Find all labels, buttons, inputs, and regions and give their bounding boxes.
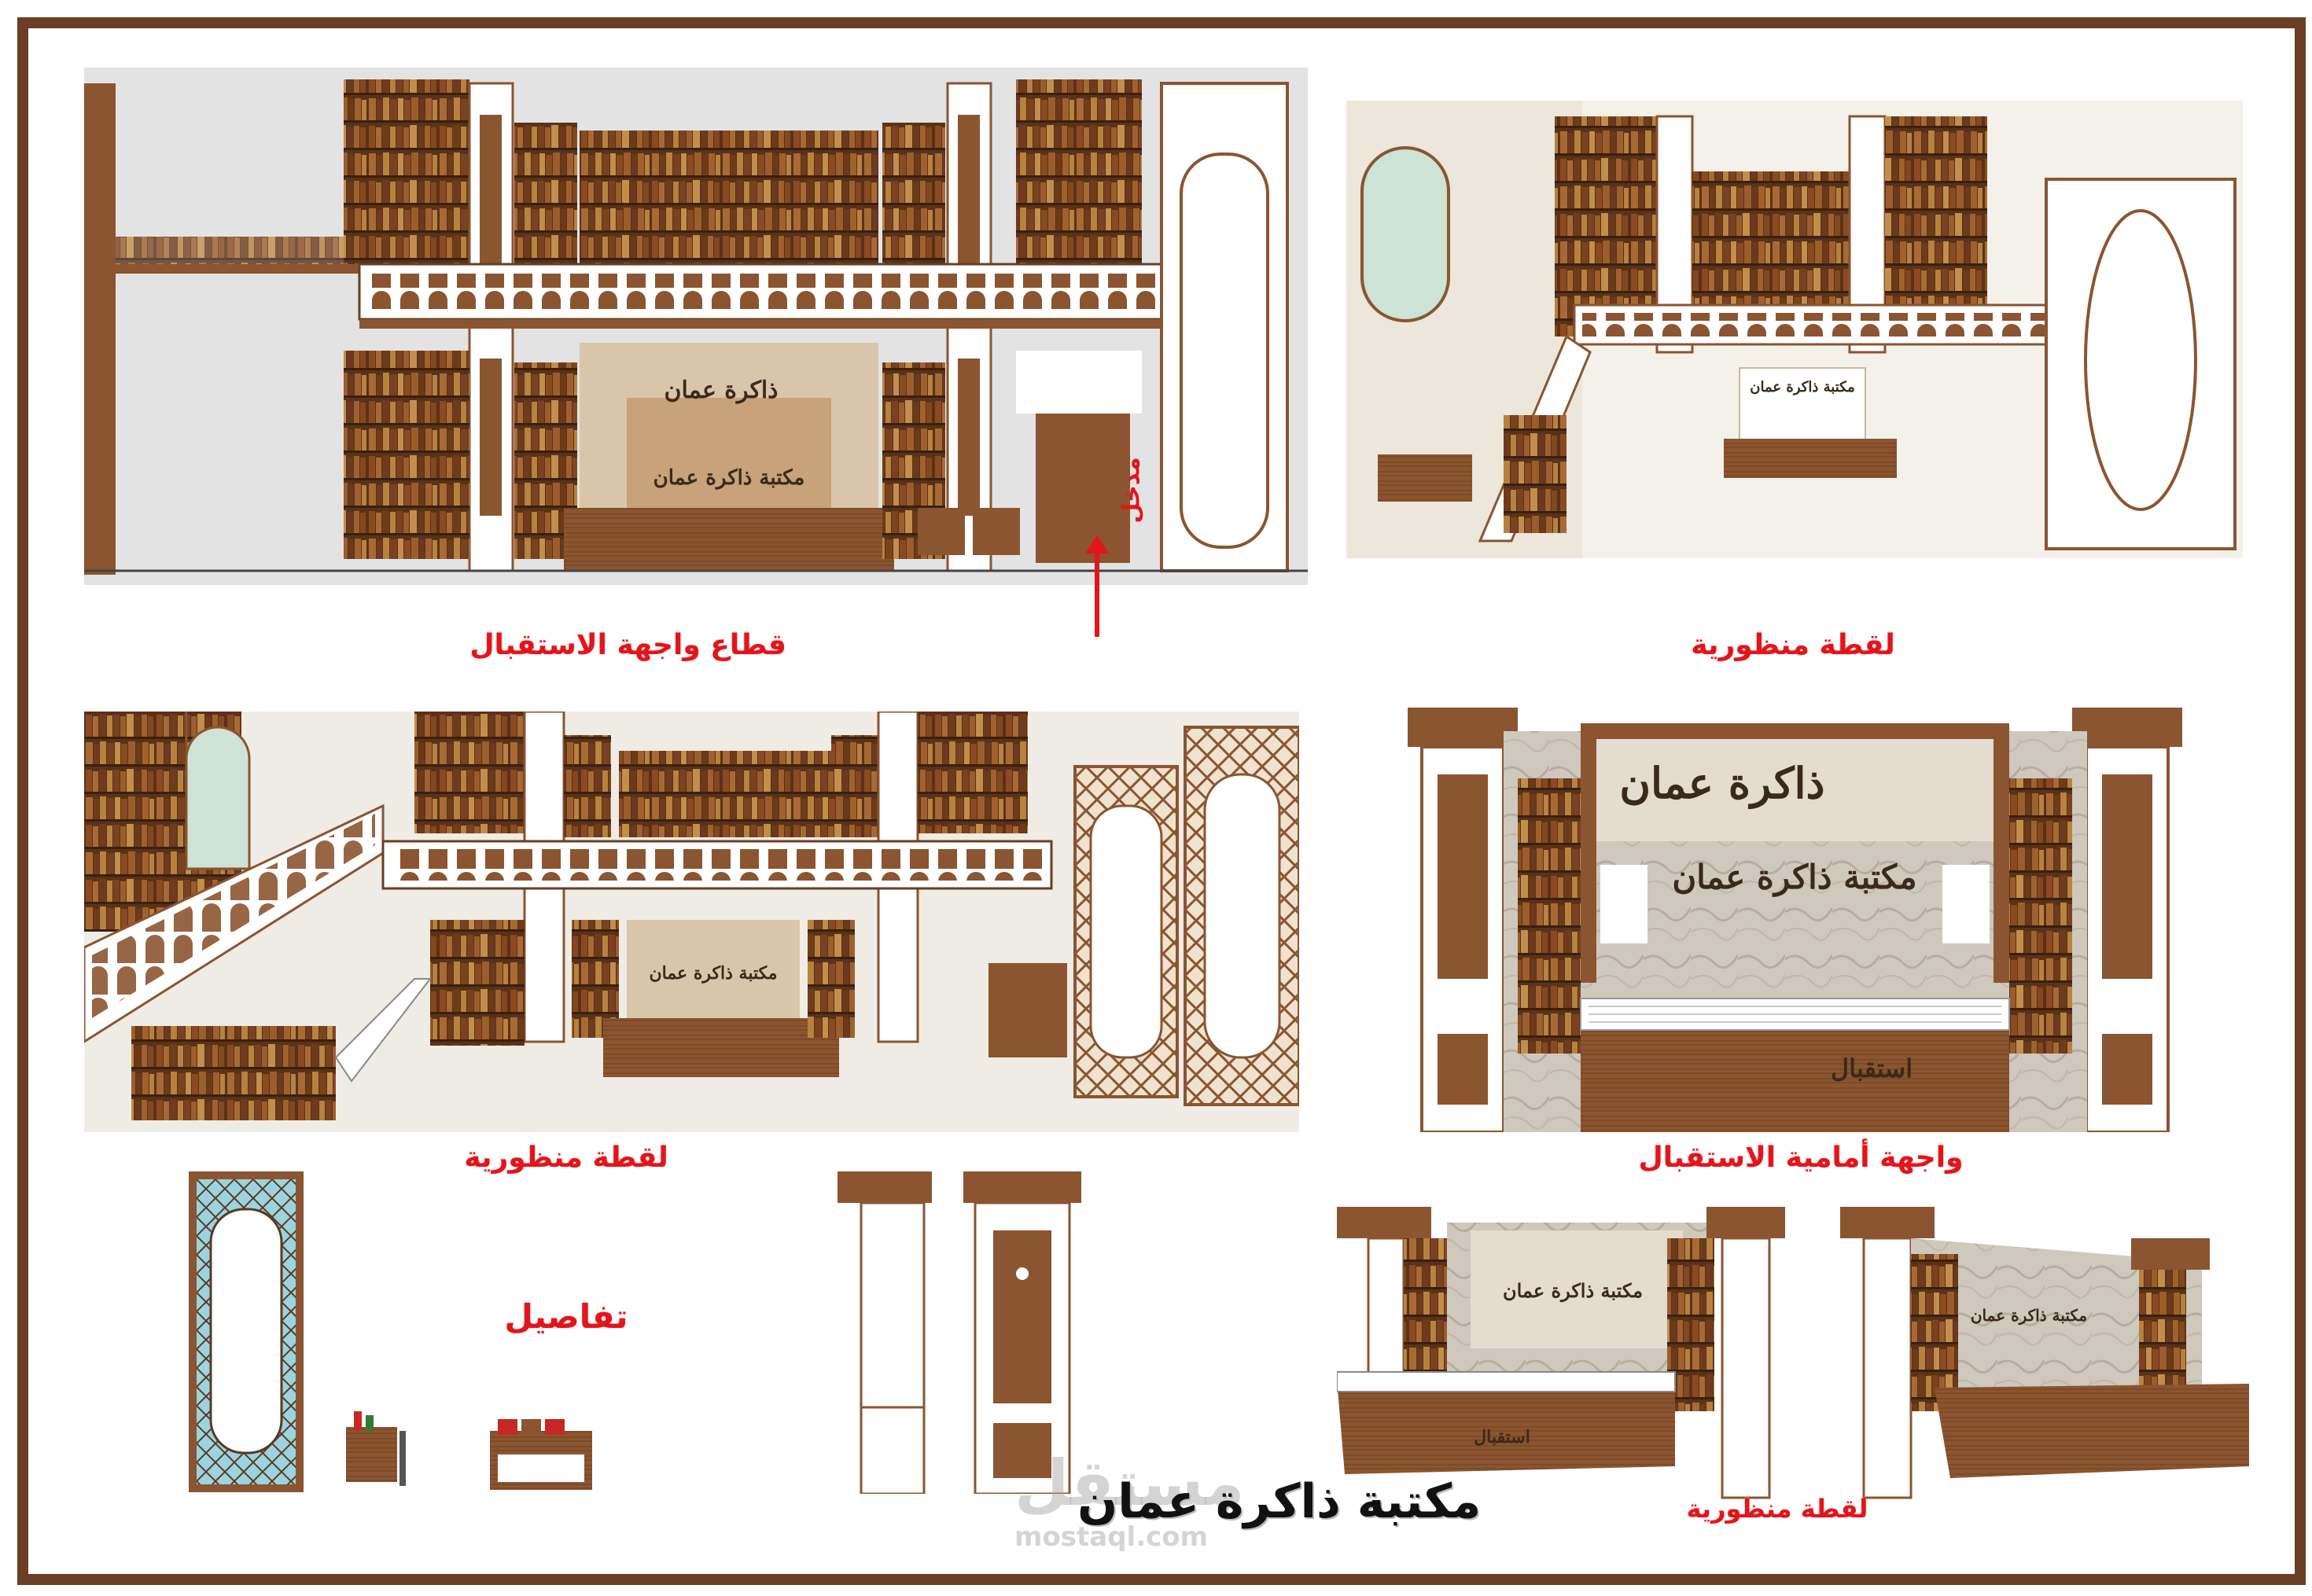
perspective-view-3: مكتبة ذاكرة عمان استقبال مكتبة ذاكرة عما…: [1337, 1207, 2249, 1502]
front-library-sign: مكتبة ذاكرة عمان: [1672, 858, 1916, 897]
caption-perspective-2: لقطة منظورية: [464, 1142, 668, 1174]
details-column-front: [963, 1171, 1081, 1494]
section-library-sign: مكتبة ذاكرة عمان: [653, 466, 805, 490]
watermark-url: mostaql.com: [1014, 1521, 1209, 1553]
perspective-view-2: مكتبة ذاكرة عمان: [84, 712, 1299, 1132]
watermark-brand: مستقل: [1014, 1447, 1245, 1520]
persp3-library-sign: مكتبة ذاكرة عمان: [1503, 1279, 1643, 1303]
persp1-library-sign: مكتبة ذاكرة عمان: [1750, 379, 1854, 395]
front-elevation-view: مكتبة ذاكرة عمان ذاكرة عمان استقبال: [1408, 708, 2182, 1132]
caption-section: قطاع واجهة الاستقبال: [469, 629, 786, 661]
caption-front-elevation: واجهة أمامية الاستقبال: [1638, 1142, 1964, 1174]
entrance-label: مدخل: [1117, 457, 1146, 524]
caption-perspective-3: لقطة منظورية: [1686, 1494, 1868, 1524]
section-logo-text: ذاكرة عمان: [664, 377, 778, 404]
caption-details: تفاصيل: [504, 1297, 628, 1336]
front-reception-sign: استقبال: [1831, 1054, 1913, 1083]
persp3b-library-sign: مكتبة ذاكرة عمان: [1971, 1306, 2087, 1326]
details-cart-1: [338, 1407, 413, 1494]
project-title: مكتبة ذاكرة عمان: [1077, 1474, 1482, 1529]
section-view: مكتبة ذاكرة عمان ذاكرة عمان مدخل: [84, 68, 1308, 585]
entrance-arrow: [1095, 542, 1099, 637]
details-cart-2: [486, 1415, 596, 1494]
entrance-arrowhead: [1085, 535, 1109, 553]
persp3-reception-sign: استقبال: [1474, 1427, 1530, 1447]
front-logo-text: ذاكرة عمان: [1619, 758, 1824, 810]
perspective-view-1: مكتبة ذاكرة عمان: [1346, 101, 2243, 558]
details-column-side: [838, 1171, 932, 1494]
persp2-library-sign: مكتبة ذاكرة عمان: [649, 963, 777, 984]
details-door-panel: [187, 1170, 305, 1494]
caption-perspective-1: لقطة منظورية: [1691, 629, 1895, 661]
